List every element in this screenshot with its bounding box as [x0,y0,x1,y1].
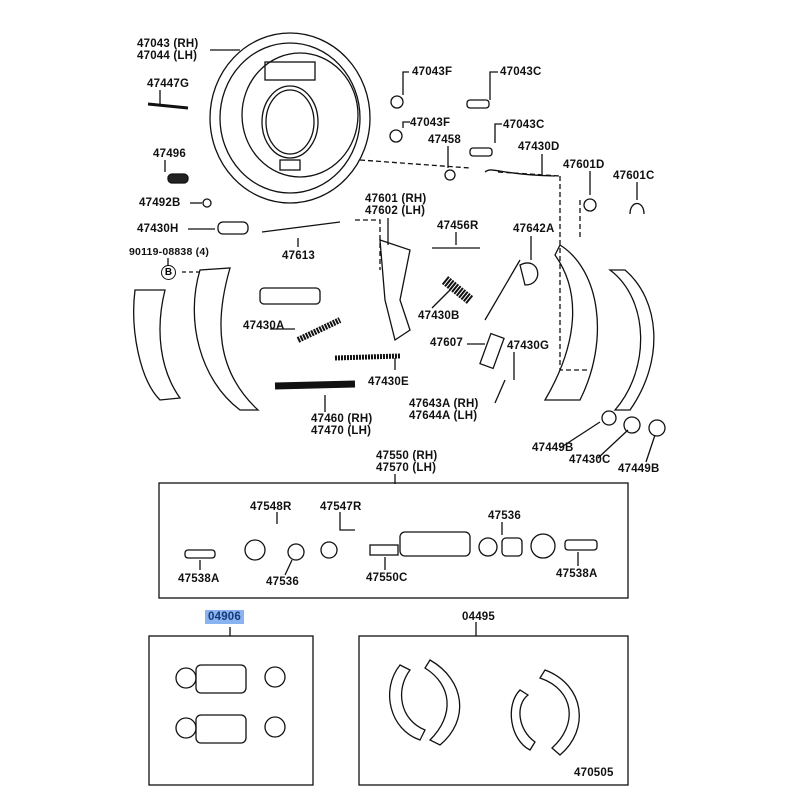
label-47458: 47458 [428,134,461,146]
label-47447G: 47447G [147,78,190,90]
label-47043F-2: 47043F [410,117,451,129]
kit-04495-link[interactable]: 04495 [462,611,495,623]
label-47430D: 47430D [518,141,560,153]
label-47547R: 47547R [320,501,362,513]
kit-cylinder-drawing [175,664,286,744]
label-47536-1: 47536 [488,510,521,522]
label-adjuster-rh: 47460 (RH) [311,413,373,425]
label-47430H: 47430H [137,223,179,235]
label-47613: 47613 [282,250,315,262]
label-47043C-2: 47043C [503,119,545,131]
label-backing-plate-rh: 47043 (RH) [137,38,199,50]
label-pawl-lh: 47644A (LH) [409,410,478,422]
label-47642A: 47642A [513,223,555,235]
label-lever-rh: 47601 (RH) [365,193,427,205]
diagram-number: 470505 [574,767,614,779]
label-47538A-2: 47538A [556,568,598,580]
label-47538A-1: 47538A [178,573,220,585]
label-47496: 47496 [153,148,186,160]
kit-04906-highlighted-link[interactable]: 04906 [205,610,244,624]
label-47536-2: 47536 [266,576,299,588]
label-47548R: 47548R [250,501,292,513]
label-backing-plate-lh: 47044 (LH) [137,50,198,62]
label-47492B: 47492B [139,197,181,209]
label-47430E: 47430E [368,376,409,388]
label-47607: 47607 [430,337,463,349]
label-47456R: 47456R [437,220,479,232]
kit-shoes-drawing [388,659,580,756]
label-47449B-2: 47449B [618,463,660,475]
label-47550C: 47550C [366,572,408,584]
label-47043F-1: 47043F [412,66,453,78]
label-adjuster-lh: 47470 (LH) [311,425,372,437]
label-cylinder-rh: 47550 (RH) [376,450,438,462]
label-lever-lh: 47602 (LH) [365,205,426,217]
label-47430C: 47430C [569,454,611,466]
label-pawl-rh: 47643A (RH) [409,398,479,410]
label-47430G: 47430G [507,340,550,352]
label-90119: 90119-08838 (4) [129,246,210,258]
label-cylinder-lh: 47570 (LH) [376,462,437,474]
backing-plate-drawing [209,32,371,204]
label-47430A: 47430A [243,320,285,332]
reference-b-circle: B [161,265,176,280]
label-47430B: 47430B [418,310,460,322]
label-47449B-1: 47449B [532,442,574,454]
label-47601D: 47601D [563,159,605,171]
label-47601C: 47601C [613,170,655,182]
label-47043C-1: 47043C [500,66,542,78]
